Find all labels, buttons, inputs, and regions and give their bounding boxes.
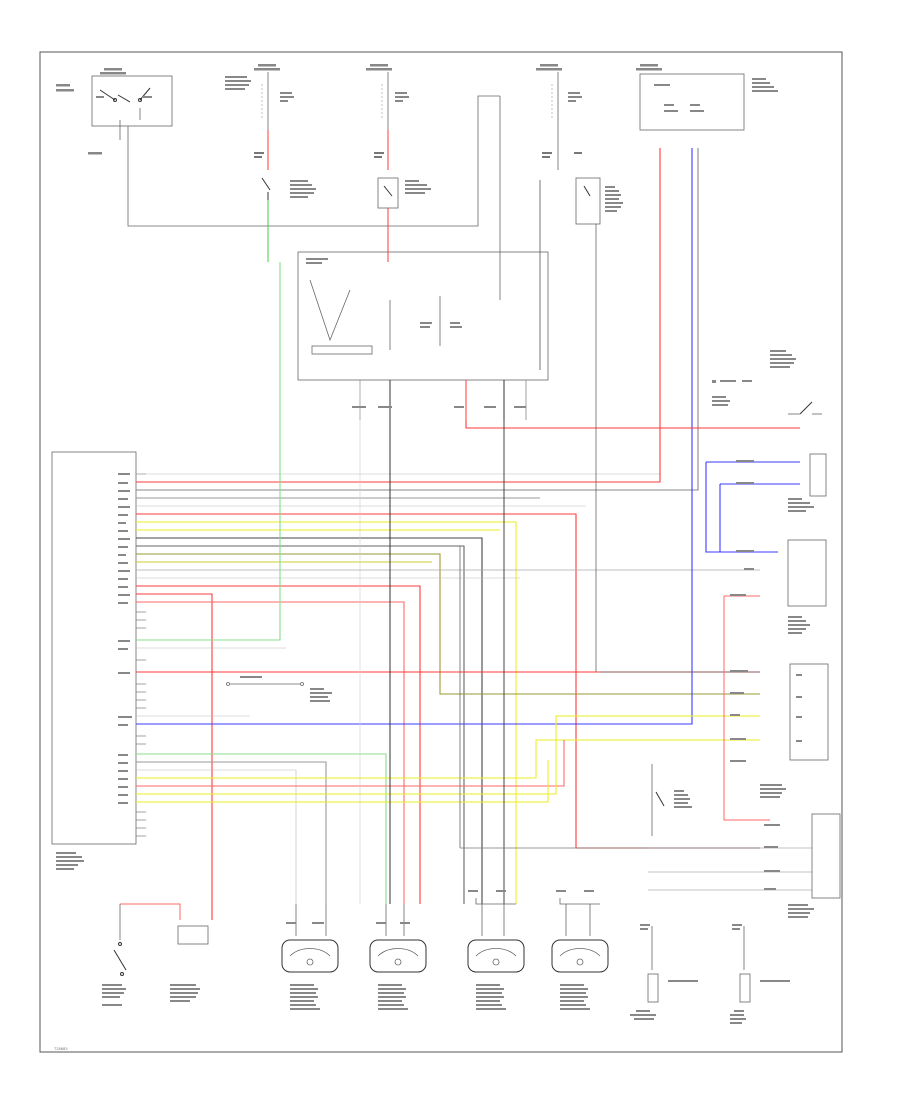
diagram-frame (39, 51, 843, 1053)
power-bus-loop (127, 95, 500, 227)
wheel-speed-sensor-rear-right (551, 904, 609, 1010)
engine-room-fuse-block (639, 73, 745, 131)
pump-motor-relay (787, 539, 827, 607)
ecu-wires (136, 148, 760, 920)
diagnostic-connector (170, 925, 209, 1002)
brake-actuator (789, 663, 829, 761)
brake-fluid-switch (651, 764, 692, 836)
wheel-speed-sensor-rear-left (467, 904, 525, 1010)
blue-connector-group (705, 453, 827, 553)
yaw-rate-sensor (811, 813, 841, 899)
diagram-ref: T28685 (53, 1047, 68, 1051)
right-relay (542, 130, 623, 225)
fuse-labels (225, 64, 662, 102)
ignition-switch (91, 75, 173, 140)
stop-lamp-switch-bottom (102, 903, 181, 1006)
wheel-speed-sensor-front-left (369, 904, 427, 1010)
junction-connector-2 (730, 924, 790, 1024)
parking-brake-switch (712, 350, 822, 415)
ecu-pin-labels (56, 473, 132, 870)
stop-light-switch (254, 130, 316, 200)
abs-relay (374, 130, 431, 209)
sensor-label-left (226, 676, 332, 702)
top-left-labels (56, 68, 152, 155)
wheel-speed-sensor-front-right (281, 904, 339, 1010)
junction-connector-1 (630, 924, 698, 1020)
combination-meter (297, 251, 549, 381)
